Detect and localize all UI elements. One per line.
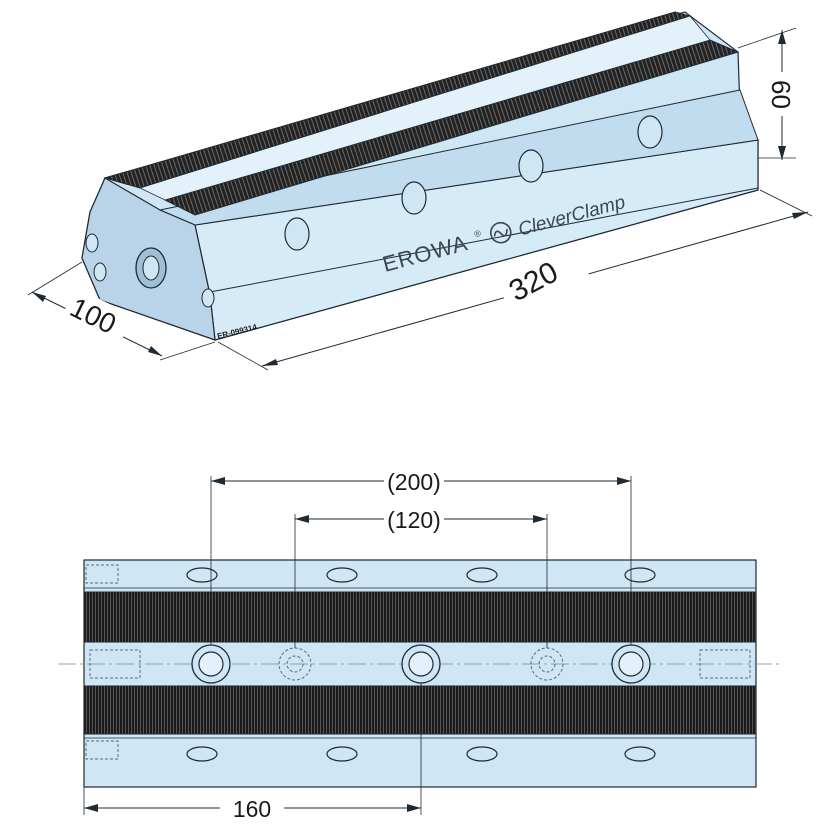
bottom-slot-hole	[466, 746, 498, 762]
dim-outer-spacing-label: (200)	[387, 469, 441, 495]
iso-side-hole	[637, 115, 663, 149]
iso-side-hole	[284, 217, 310, 251]
iso-side-hole	[518, 149, 544, 183]
counterbore-hole	[611, 644, 651, 684]
iso-side-hole	[401, 181, 427, 215]
iso-end-small-hole	[201, 288, 215, 308]
dimension-inner-spacing: (120)	[294, 504, 548, 648]
counterbore-hole	[191, 644, 231, 684]
brand-mark: ®	[473, 228, 482, 239]
dimension-height: 60	[737, 27, 798, 160]
top-slot-hole	[624, 567, 656, 583]
top-jaw-lower	[83, 685, 757, 735]
bottom-slot-hole	[326, 746, 358, 762]
dimension-outer-spacing: (200)	[210, 466, 632, 645]
iso-end-small-hole	[93, 262, 107, 282]
dimension-length: 320	[217, 189, 813, 371]
top-jaw-upper	[83, 591, 757, 643]
dim-inner-spacing-label: (120)	[387, 507, 441, 533]
dimension-offset: 160	[83, 683, 422, 824]
counterbore-hole	[401, 644, 441, 684]
isometric-view: EROWA ® CleverClamp ER-099314 320	[27, 11, 813, 371]
top-view: (200) (120) 160	[58, 466, 780, 824]
erowa-wave-logo-icon	[489, 221, 512, 244]
iso-end-threaded-hole-inner	[142, 255, 160, 281]
iso-center-groove	[138, 15, 711, 201]
hidden-hole	[278, 647, 312, 681]
top-slot-hole	[186, 567, 218, 583]
bottom-slot-hole	[624, 746, 656, 762]
hidden-hole	[530, 647, 564, 681]
bottom-slot-hole	[186, 746, 218, 762]
hidden-end-thread	[85, 564, 751, 760]
top-slot-hole	[466, 567, 498, 583]
dim-height-label: 60	[766, 80, 796, 109]
iso-end-small-hole	[85, 233, 99, 253]
dim-offset-label: 160	[233, 796, 271, 822]
top-slot-hole	[326, 567, 358, 583]
